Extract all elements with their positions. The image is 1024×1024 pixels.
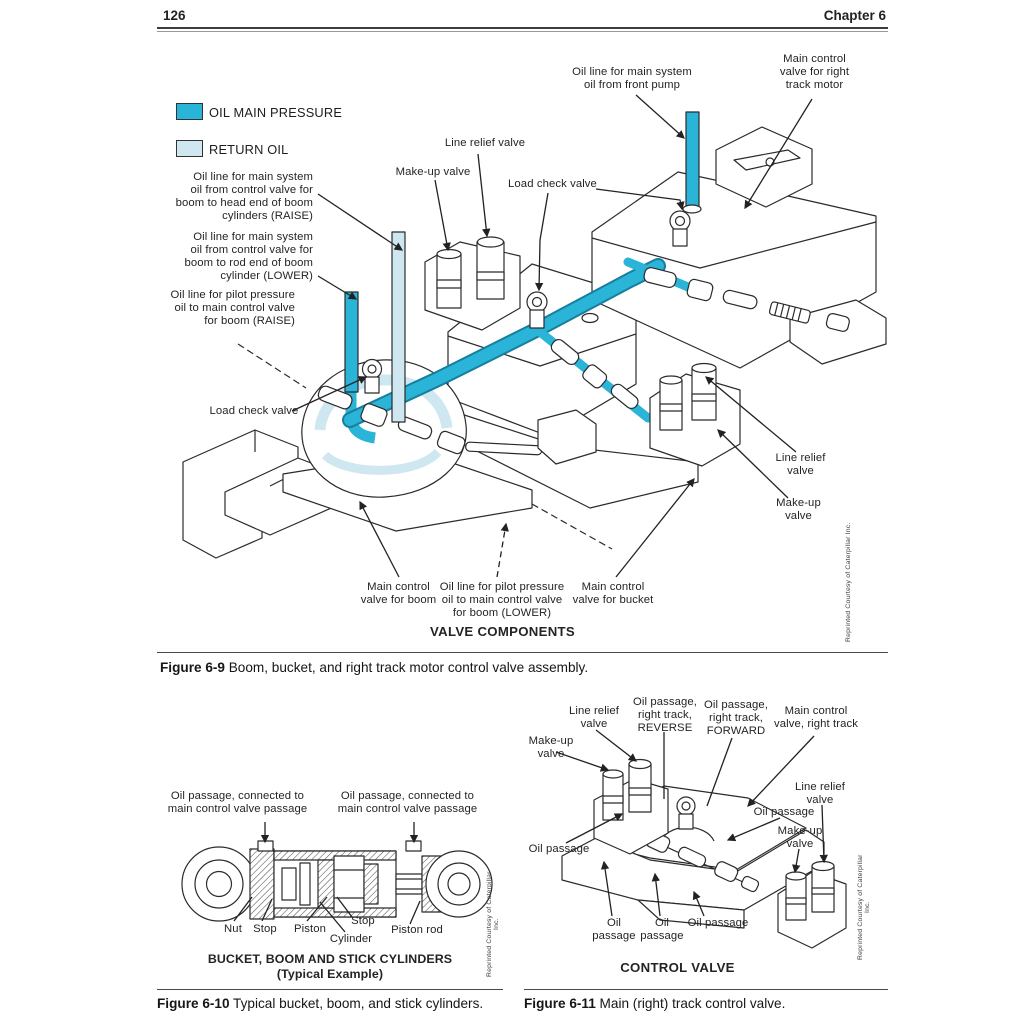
label-nut: Nut <box>224 923 242 935</box>
fig10-caption-rule <box>157 989 503 990</box>
label-raise-oil-line: Oil line for main system oil from contro… <box>175 171 313 222</box>
caption-figure-6-9: Figure 6-9 Boom, bucket, and right track… <box>160 660 588 675</box>
fig9-dashed-lines <box>237 343 613 550</box>
label-oil-passage-l: Oil passage <box>528 843 590 855</box>
chapter-label: Chapter 6 <box>823 8 886 23</box>
fig9-caption-label: Figure 6-9 <box>160 660 225 675</box>
header-rule <box>157 27 888 32</box>
caption-figure-6-11: Figure 6-11 Main (right) track control v… <box>524 996 785 1011</box>
fig9-credit: Reprinted Courtesy of Caterpillar Inc. <box>845 522 852 643</box>
legend-swatch-oil-main-pressure <box>176 103 203 120</box>
label-load-check-valve-top: Load check valve <box>508 178 597 190</box>
label-right-track-valve: Main control valve for right track motor <box>779 53 850 91</box>
load-check-stems <box>361 210 691 394</box>
label-make-up-valve-tl: Make-up valve <box>528 735 574 760</box>
fig9-drawing <box>182 94 887 578</box>
label-lower-oil-line: Oil line for main system oil from contro… <box>184 231 313 282</box>
label-main-valve-bucket: Main control valve for bucket <box>572 581 654 606</box>
right-makeup-relief-block <box>649 362 741 467</box>
fig10-caption-text: Typical bucket, boom, and stick cylinder… <box>229 996 484 1011</box>
fig10-diagram-subtitle: (Typical Example) <box>276 967 384 981</box>
label-front-pump-oil-line: Oil line for main system oil from front … <box>572 66 692 91</box>
fig11-leaders <box>555 729 828 917</box>
label-piston-rod: Piston rod <box>391 924 443 936</box>
fig10-diagram-title: BUCKET, BOOM AND STICK CYLINDERS <box>207 952 453 966</box>
page-number: 126 <box>163 8 186 23</box>
label-oil-passage-b3: Oil passage <box>687 917 749 929</box>
label-oil-passage-left: Oil passage, connected to main control v… <box>167 790 308 815</box>
label-make-up-valve-right: Make-up valve <box>776 497 821 522</box>
legend-swatch-return-oil <box>176 140 203 157</box>
label-make-up-valve-top: Make-up valve <box>395 166 471 178</box>
label-line-relief-valve-top: Line relief valve <box>444 137 526 149</box>
label-oil-passage-reverse: Oil passage, right track, REVERSE <box>633 696 697 734</box>
label-oil-passage-b1: Oil passage <box>592 917 636 942</box>
label-line-relief-valve-tl: Line relief valve <box>568 705 620 730</box>
fig9-caption-rule <box>157 652 888 653</box>
fig11-caption-rule <box>524 989 888 990</box>
fig10-drawing <box>181 822 493 933</box>
fig9-leaders <box>291 94 813 578</box>
fig9-caption-text: Boom, bucket, and right track motor cont… <box>224 660 589 675</box>
pilot-pressure-pipe <box>344 291 359 393</box>
label-load-check-valve-left: Load check valve <box>209 405 299 417</box>
caption-figure-6-10: Figure 6-10 Typical bucket, boom, and st… <box>157 996 483 1011</box>
fig9-diagram-title: VALVE COMPONENTS <box>430 624 575 639</box>
bucket-spool <box>550 338 639 410</box>
fig10-caption-label: Figure 6-10 <box>157 996 230 1011</box>
boom-spool <box>317 385 597 465</box>
label-make-up-valve-r: Make-up valve <box>777 825 823 850</box>
fig11-credit: Reprinted Courtesy of Caterpillar Inc. <box>857 854 871 960</box>
top-right-block <box>715 126 813 208</box>
right-track-spool <box>643 267 850 332</box>
label-main-valve-right-track: Main control valve, right track <box>773 705 859 730</box>
return-oil-pipe <box>391 231 406 423</box>
cylinder-cross-section <box>181 840 493 922</box>
fig11-stem <box>676 796 696 830</box>
label-oil-passage-b2: Oil passage <box>640 917 684 942</box>
fig11-caption-text: Main (right) track control valve. <box>595 996 786 1011</box>
legend-label-return-oil: RETURN OIL <box>209 142 289 157</box>
label-pilot-lower-line: Oil line for pilot pressure oil to main … <box>439 581 565 619</box>
label-oil-passage-r: Oil passage <box>753 806 815 818</box>
fig11-diagram-title: CONTROL VALVE <box>620 960 735 975</box>
label-oil-passage-right: Oil passage, connected to main control v… <box>337 790 478 815</box>
label-main-valve-boom: Main control valve for boom <box>360 581 437 606</box>
fig11-lower-twin-block <box>777 860 847 949</box>
legend-label-oil-main-pressure: OIL MAIN PRESSURE <box>209 105 343 120</box>
label-pilot-raise-line: Oil line for pilot pressure oil to main … <box>170 289 295 327</box>
label-piston: Piston <box>294 923 326 935</box>
fig10-credit: Reprinted Courtesy of Caterpillar Inc. <box>486 871 500 977</box>
label-stop-2: Stop <box>351 915 375 927</box>
top-makeup-relief-block <box>424 236 521 331</box>
front-pump-pipe <box>685 111 700 209</box>
label-line-relief-valve-r: Line relief valve <box>794 781 846 806</box>
label-stop-1: Stop <box>253 923 277 935</box>
fig11-caption-label: Figure 6-11 <box>524 996 596 1011</box>
label-oil-passage-forward: Oil passage, right track, FORWARD <box>704 699 768 737</box>
label-line-relief-valve-right: Line relief valve <box>775 452 826 477</box>
fig10-leaders <box>233 822 421 933</box>
fig11-upper-twin-block <box>593 758 669 855</box>
label-cylinder: Cylinder <box>329 933 373 945</box>
fig11-drawing <box>555 729 847 949</box>
